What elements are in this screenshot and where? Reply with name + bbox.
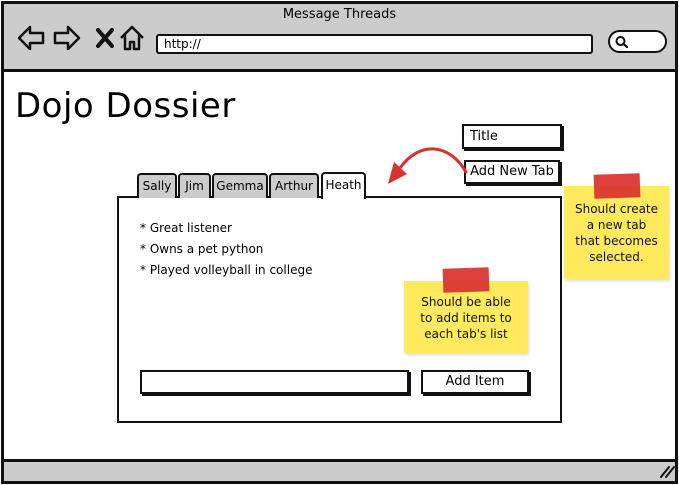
resize-grip-icon[interactable] [656,461,676,479]
tab-label: Gemma [216,179,264,193]
window-title: Message Threads [282,7,397,22]
list-item: * Played volleyball in college [140,263,313,277]
sticky-tape [593,173,641,199]
tab-arthur[interactable]: Arthur [269,173,319,198]
new-item-input[interactable] [140,370,409,394]
list-item: * Great listener [140,221,232,235]
sticky-note-items: Should be able to add items to each tab'… [404,281,528,353]
tab-jim[interactable]: Jim [178,173,211,198]
browser-toolbar: Message Threads http:// [4,4,675,72]
sticky-note-new-tab: Should create a new tab that becomes sel… [564,186,669,279]
status-bar [4,459,675,481]
back-arrow-icon[interactable] [16,24,46,52]
home-icon[interactable] [117,24,147,52]
note-line: Should create [574,202,659,216]
tab-label: Jim [185,179,204,193]
tab-sally[interactable]: Sally [137,173,177,198]
active-tab-connector [323,195,364,199]
note-line: Should be able [421,295,511,309]
tab-label: Heath [325,178,362,192]
annotation-arrow [388,147,468,184]
tab-gemma[interactable]: Gemma [212,173,268,198]
note-line: to add items to [420,311,512,325]
note-line: a new tab [586,218,647,232]
tab-heath[interactable]: Heath [321,172,366,199]
page-title: Dojo Dossier [15,86,236,126]
list-item: * Owns a pet python [140,242,264,256]
sticky-tape [442,267,490,293]
add-item-button[interactable]: Add Item [421,370,529,394]
add-new-tab-button[interactable]: Add New Tab [464,160,560,184]
close-icon[interactable] [90,24,120,52]
forward-arrow-icon[interactable] [52,24,82,52]
tab-title-input[interactable]: Title [462,124,562,149]
note-line: selected. [589,250,644,264]
url-bar[interactable]: http:// [156,34,593,54]
note-line: that becomes [575,234,658,248]
browser-search-box[interactable] [608,30,667,53]
note-line: each tab's list [424,327,508,341]
search-icon [615,36,629,49]
tab-label: Sally [142,179,172,193]
tab-label: Arthur [275,179,313,193]
